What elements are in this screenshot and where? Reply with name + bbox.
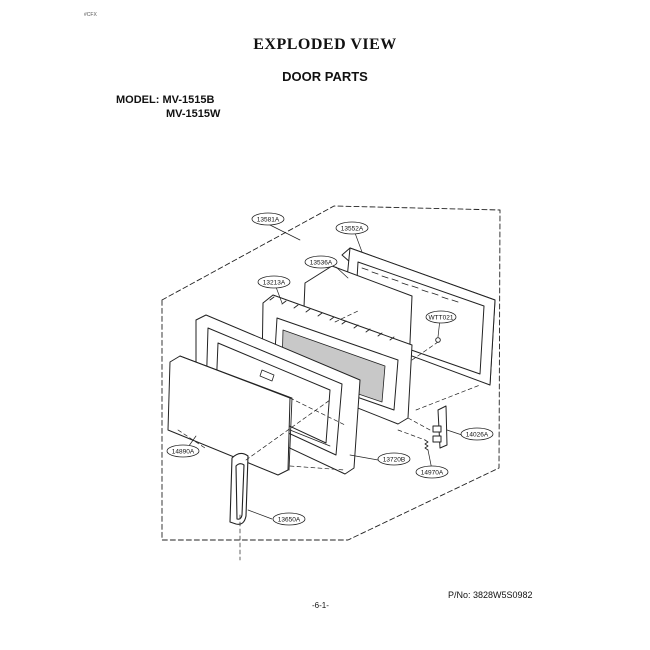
- callout-14970a: 14970A: [415, 465, 449, 479]
- callout-14026a: 14026A: [460, 427, 494, 441]
- svg-text:14026A: 14026A: [466, 432, 489, 439]
- callout-13720b: 13720B: [377, 452, 411, 466]
- door-handle: [229, 452, 249, 525]
- model-1: MV-1515B: [162, 94, 215, 106]
- callout-13581a: 13581A: [251, 212, 285, 226]
- rear-frame: [341, 247, 496, 386]
- svg-text:WTT021: WTT021: [429, 315, 454, 322]
- page-title: EXPLODED VIEW: [253, 36, 397, 53]
- model-label: MODEL:: [116, 94, 160, 106]
- svg-text:13720B: 13720B: [383, 457, 405, 464]
- svg-text:14970A: 14970A: [421, 470, 444, 477]
- screw: [435, 337, 441, 343]
- svg-text:13213A: 13213A: [263, 280, 286, 287]
- callout-13650a: 13650A: [272, 512, 306, 526]
- svg-text:14890A: 14890A: [172, 449, 195, 456]
- assembly-boundary: [161, 205, 501, 541]
- part-number: P/No: 3828W5S0982: [448, 590, 533, 600]
- svg-text:13552A: 13552A: [341, 226, 364, 233]
- assembly-lines: [177, 309, 481, 561]
- model-info: MODEL: MV-1515B MV-1515W: [116, 93, 220, 121]
- callout-13552a: 13552A: [335, 221, 369, 235]
- latch-spring: [424, 439, 429, 451]
- svg-text:13581A: 13581A: [257, 217, 280, 224]
- svg-text:13536A: 13536A: [310, 260, 333, 267]
- page-number: -6-1-: [312, 601, 329, 610]
- callout-13213a: 13213A: [257, 275, 291, 289]
- door-latch: [432, 405, 448, 449]
- callout-13536a: 13536A: [304, 255, 338, 269]
- callout-wtt021: WTT021: [425, 310, 457, 324]
- svg-text:13650A: 13650A: [278, 517, 301, 524]
- leader-lines: [185, 223, 463, 520]
- model-2: MV-1515W: [166, 108, 221, 120]
- page-subtitle: DOOR PARTS: [282, 69, 368, 84]
- callout-14890a: 14890A: [166, 444, 200, 458]
- corner-code: #CFX: [84, 12, 97, 18]
